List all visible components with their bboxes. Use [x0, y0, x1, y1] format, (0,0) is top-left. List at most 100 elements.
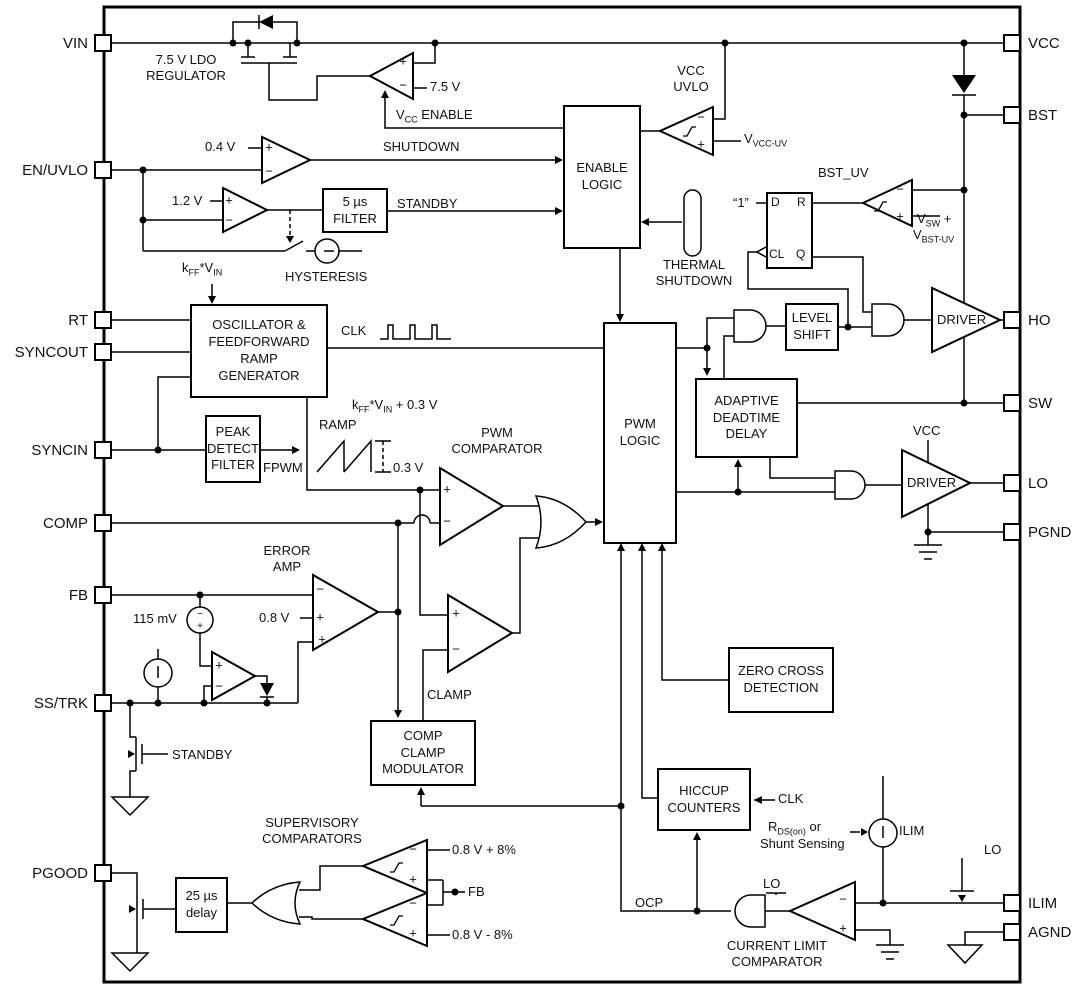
label-pwm-comparator: PWM COMPARATOR — [451, 425, 543, 457]
pin-label-agnd: AGND — [1028, 924, 1072, 941]
minus-sign: − — [409, 841, 417, 857]
pin-comp — [94, 514, 112, 532]
block-adaptive-deadtime-delay: ADAPTIVE DEADTIME DELAY — [695, 378, 798, 458]
label-lo-and-input: LO — [763, 876, 781, 891]
minus-sign: − — [399, 77, 407, 93]
flipflop-r-label: R — [797, 195, 806, 209]
comparators — [211, 51, 1003, 948]
label-supervisory-comparators: SUPERVISORY COMPARATORS — [262, 815, 362, 847]
minus-sign: − — [215, 678, 223, 694]
label-current-limit-comparator: CURRENT LIMIT COMPARATOR — [726, 938, 828, 970]
minus-sign: − — [452, 641, 460, 657]
label-rds-on: RDS(on) or — [768, 819, 822, 837]
pin-pgood — [94, 864, 112, 882]
pin-rt — [94, 311, 112, 329]
pin-label-fb: FB — [68, 587, 88, 604]
logic-gates — [250, 303, 905, 928]
label-error-amp: ERROR AMP — [263, 543, 311, 575]
label-lo-driver-vcc: VCC — [913, 423, 941, 438]
block-5us-filter: 5 µs FILTER — [322, 188, 388, 233]
label-clk-hiccup: CLK — [778, 791, 804, 806]
plus-sign: + — [197, 621, 203, 632]
plus-sign: + — [316, 609, 324, 625]
plus-sign: + — [697, 136, 705, 152]
clamp-comparator-triangle — [447, 593, 514, 674]
bst-uv-comparator — [860, 178, 913, 228]
pin-label-pgnd: PGND — [1028, 524, 1072, 541]
ho-and-gate-2 — [871, 303, 905, 337]
label-0p8v-plus8: 0.8 V + 8% — [452, 842, 516, 857]
label-thermal-shutdown: THERMAL SHUTDOWN — [655, 257, 733, 289]
pin-ho — [1003, 311, 1021, 329]
label-0p8v-minus8: 0.8 V - 8% — [452, 927, 513, 942]
flipflop-q-label: Q — [796, 247, 806, 261]
pin-agnd — [1003, 923, 1021, 941]
block-enable-logic: ENABLE LOGIC — [563, 105, 641, 249]
minus-sign: − — [316, 581, 324, 597]
ground-symbols — [110, 796, 984, 973]
minus-sign: − — [443, 513, 451, 529]
label-shunt-sensing: Shunt Sensing — [760, 836, 845, 851]
label-hysteresis: HYSTERESIS — [285, 269, 368, 284]
pin-label-vcc: VCC — [1028, 35, 1060, 52]
label-ldo-regulator: 7.5 V LDO REGULATOR — [146, 52, 226, 84]
pin-label-pgood: PGOOD — [32, 865, 88, 882]
pwm-comparator-triangle — [439, 466, 505, 547]
standby-comparator — [222, 186, 270, 234]
label-lo-fet-gate: LO — [984, 842, 1002, 857]
thermometer-icon — [683, 189, 702, 257]
minus-sign: − — [265, 163, 273, 179]
plus-sign: + — [896, 208, 904, 224]
pin-sw — [1003, 394, 1021, 412]
pin-pgnd — [1003, 523, 1021, 541]
plus-sign: + — [409, 925, 417, 941]
vcc-uvlo-comparator — [657, 105, 714, 157]
label-ilim-source: ILIM — [899, 823, 925, 838]
block-peak-detect-filter: PEAK DETECT FILTER — [205, 415, 261, 483]
pin-syncin — [94, 441, 112, 459]
label-vcc-enable: VCC ENABLE — [396, 107, 473, 125]
label-vcc-uvlo: VCC UVLO — [673, 63, 709, 95]
label-bst-uv: BST_UV — [818, 165, 869, 180]
pin-squares — [94, 34, 1021, 941]
pin-label-bst: BST — [1028, 107, 1058, 124]
label-ocp: OCP — [635, 895, 664, 910]
block-bst-uv-flipflop — [766, 192, 813, 269]
pin-en-uvlo — [94, 161, 112, 179]
pgood-upper-comparator — [360, 838, 428, 895]
flipflop-d-label: D — [771, 195, 780, 209]
label-kff-vin-0p3: kFF*VIN + 0.3 V — [352, 397, 438, 415]
pin-vin — [94, 34, 112, 52]
pin-label-syncout: SYNCOUT — [14, 344, 88, 361]
block-comp-clamp-modulator: COMP CLAMP MODULATOR — [370, 720, 476, 786]
pgood-or-gate — [250, 881, 302, 925]
ss-buffer-triangle — [211, 650, 258, 702]
lo-driver-triangle — [901, 448, 973, 519]
pin-label-sw: SW — [1028, 395, 1053, 412]
label-fb-tap: FB — [468, 884, 485, 899]
label-1p2v: 1.2 V — [172, 193, 203, 208]
hysteresis-icons — [390, 126, 887, 926]
pin-label-syncin: SYNCIN — [31, 442, 88, 459]
block-pwm-logic: PWM LOGIC — [603, 322, 677, 544]
ocp-and-gate — [734, 894, 766, 928]
plus-sign: + — [443, 481, 451, 497]
pin-fb — [94, 586, 112, 604]
block-level-shift: LEVEL SHIFT — [785, 303, 839, 351]
label-7p5v: 7.5 V — [430, 79, 461, 94]
label-vbst-uv: VBST-UV — [913, 227, 955, 245]
minus-sign: − — [697, 109, 705, 125]
plus-sign: + — [318, 631, 326, 647]
pin-label-ilim: ILIM — [1028, 895, 1058, 912]
label-lo-driver: DRIVER — [907, 475, 957, 490]
block-oscillator: OSCILLATOR & FEEDFORWARD RAMP GENERATOR — [190, 304, 328, 398]
junction-dots — [126, 39, 968, 915]
pin-syncout — [94, 343, 112, 361]
plus-sign: + — [265, 139, 273, 155]
source-arrows — [157, 250, 884, 838]
pin-label-en-uvlo: EN/UVLO — [22, 162, 88, 179]
minus-sign: − — [197, 609, 203, 620]
plus-sign: + — [452, 605, 460, 621]
